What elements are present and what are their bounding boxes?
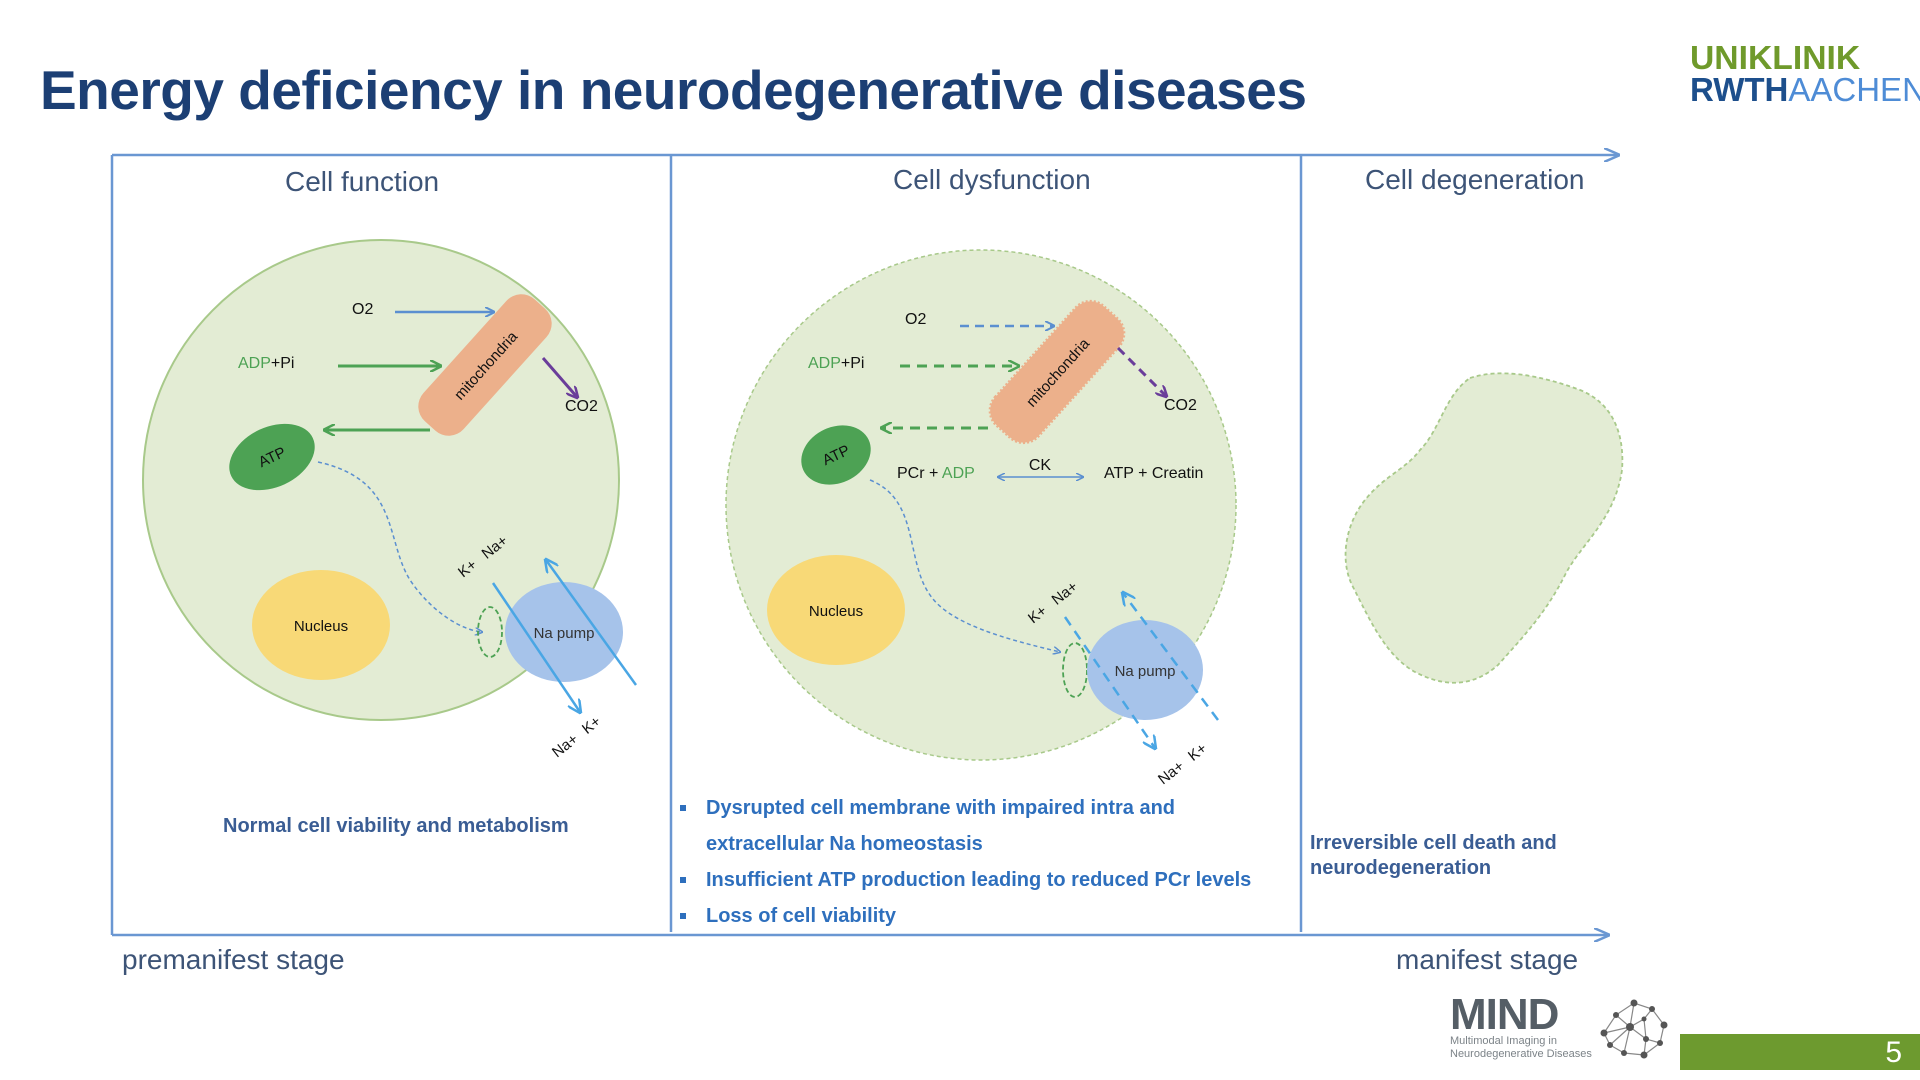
cell-function-caption: Normal cell viability and metabolism bbox=[223, 815, 569, 837]
logo-rwth: RWTH bbox=[1690, 71, 1789, 108]
nucleus-label: Nucleus bbox=[294, 618, 348, 635]
cell-degeneration-title: Cell degeneration bbox=[1365, 164, 1585, 195]
nucleus-label: Nucleus bbox=[809, 603, 863, 620]
mitochondria-shape bbox=[988, 299, 1126, 445]
cell-function-title: Cell function bbox=[285, 166, 440, 197]
ck-label: CK bbox=[1029, 457, 1052, 474]
mind-logo: MIND Multimodal Imaging in Neurodegenera… bbox=[1450, 990, 1672, 1063]
dysfunction-bullets: Dysrupted cell membrane with impaired in… bbox=[680, 790, 1300, 934]
adp-pi-label: ADP+Pi bbox=[808, 355, 864, 372]
co2-arrow bbox=[541, 357, 577, 397]
na-out-arrow bbox=[491, 582, 580, 712]
cell-dysfunction-title: Cell dysfunction bbox=[893, 164, 1091, 195]
co2-arrow bbox=[1116, 346, 1166, 396]
na-pump bbox=[505, 582, 623, 682]
na-pump-label: Na pump bbox=[534, 625, 595, 642]
atp-to-pump-path bbox=[317, 461, 482, 632]
healthy-cell: O2 ADP+Pi mitochondria CO2 ATP Nucleus N… bbox=[142, 239, 638, 761]
logo-line-uniklinik: UNIKLINIK bbox=[1690, 39, 1861, 76]
atp-blob: ATP bbox=[229, 423, 315, 491]
timeline-frame bbox=[110, 155, 1618, 935]
k-in-arrow bbox=[546, 560, 638, 686]
na-out-label: Na+ bbox=[549, 730, 582, 761]
cell-degeneration-caption: Irreversible cell death and neurodegener… bbox=[1310, 832, 1557, 879]
co2-label: CO2 bbox=[1164, 397, 1197, 414]
dysfunctional-cell: O2 ADP+Pi mitochondria CO2 ATP PCr + ADP… bbox=[725, 249, 1237, 788]
atp-to-pump-path bbox=[869, 479, 1060, 652]
adp-text: ADP bbox=[808, 355, 841, 372]
manifest-stage-label: manifest stage bbox=[1396, 944, 1579, 975]
o2-label: O2 bbox=[905, 311, 926, 328]
mind-subtitle-2: Neurodegenerative Diseases bbox=[1450, 1048, 1592, 1060]
mitochondria-shape bbox=[418, 294, 552, 436]
pi-text: +Pi bbox=[841, 355, 865, 372]
slide-title: Energy deficiency in neurodegenerative d… bbox=[40, 59, 1307, 121]
adp2-text: ADP bbox=[942, 465, 975, 482]
nucleus bbox=[252, 570, 390, 680]
k-out-label: K+ bbox=[1185, 740, 1210, 765]
bullet-item: Insufficient ATP production leading to r… bbox=[680, 862, 1300, 898]
atp-blob: ATP bbox=[801, 425, 871, 485]
page-number: 5 bbox=[1885, 1036, 1902, 1069]
atp-creatin-label: ATP + Creatin bbox=[1104, 465, 1203, 482]
pcr-adp-label: PCr + ADP bbox=[897, 465, 975, 482]
premanifest-stage-label: premanifest stage bbox=[122, 944, 345, 975]
na-out-arrow bbox=[1063, 616, 1155, 748]
atp-shape bbox=[801, 425, 871, 485]
network-brain-icon bbox=[1600, 999, 1668, 1059]
mitochondria: mitochondria bbox=[988, 299, 1126, 445]
na-k-out-labels: Na+ K+ bbox=[549, 713, 604, 761]
adp-pi-label: ADP+Pi bbox=[238, 355, 294, 372]
membrane-channel bbox=[477, 606, 503, 658]
na-k-out-labels: Na+ K+ bbox=[1155, 740, 1210, 788]
adp-text: ADP bbox=[238, 355, 271, 372]
bullet-item: Dysrupted cell membrane with impaired in… bbox=[680, 790, 1300, 826]
co2-label: CO2 bbox=[565, 398, 598, 415]
bullet-continuation: extracellular Na homeostasis bbox=[706, 833, 983, 855]
k-out-label: K+ bbox=[579, 713, 604, 738]
na-out-label: Na+ bbox=[1155, 757, 1188, 788]
uniklinik-logo: UNIKLINIK RWTHAACHEN bbox=[1690, 41, 1920, 108]
atp-shape bbox=[229, 423, 315, 491]
mind-subtitle-1: Multimodal Imaging in bbox=[1450, 1035, 1557, 1047]
pcr-text: PCr + bbox=[897, 465, 942, 482]
pi-text: +Pi bbox=[271, 355, 295, 372]
degenerated-cell bbox=[1344, 372, 1624, 684]
k-in-arrow bbox=[1123, 593, 1220, 721]
o2-label: O2 bbox=[352, 301, 373, 318]
logo-line-rwth-aachen: RWTHAACHEN bbox=[1690, 71, 1920, 108]
page-number-bar: 5 bbox=[1680, 1034, 1920, 1070]
mind-word: MIND bbox=[1450, 990, 1559, 1039]
na-pump-label: Na pump bbox=[1115, 663, 1176, 680]
logo-aachen: AACHEN bbox=[1788, 71, 1920, 108]
bullet-item: Loss of cell viability bbox=[680, 898, 1300, 934]
nucleus bbox=[767, 555, 905, 665]
na-pump bbox=[1087, 620, 1203, 720]
